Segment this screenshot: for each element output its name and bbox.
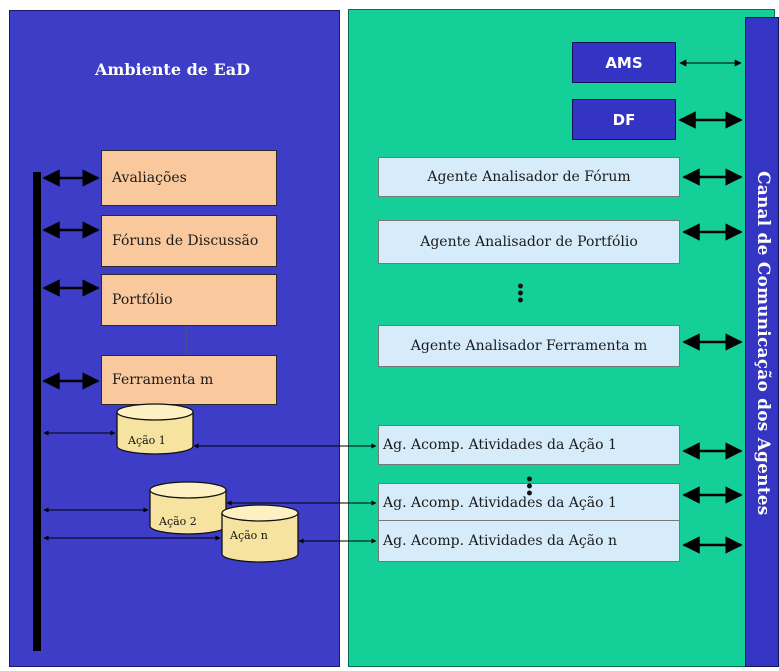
analyzer-ellipsis: ••• [516,279,525,309]
action-1-database-icon [116,403,194,455]
agent-action-n-tracker: Ag. Acomp. Atividades da Ação n [378,520,680,562]
tracker-ellipsis: ••• [525,472,534,502]
action-2-label: Ação 2 [159,515,197,528]
agent-action-1-tracker-second: Ag. Acomp. Atividades da Ação 1 [378,483,680,523]
agent-tool-m-analyzer: Agente Analisador Ferramenta m [378,325,680,367]
action-2-database-icon [149,481,227,535]
action-1-label: Ação 1 [128,434,166,447]
tool-portfolio: Portfólio [101,274,277,326]
df-box: DF [572,99,676,140]
agent-forum-analyzer: Agente Analisador de Fórum [378,157,680,197]
tool-ferramenta-m-label: Ferramenta m [112,372,214,388]
ams-box: AMS [572,42,676,83]
agent-portfolio-analyzer: Agente Analisador de Portfólio [378,220,680,264]
action-n-label: Ação n [230,529,268,542]
channel-label: Canal de Comunicação dos Agentes [753,170,773,516]
environment-bus [33,172,41,651]
tool-avaliacoes: Avaliações [101,150,277,206]
action-n-database-icon [221,504,299,563]
tool-ferramenta-m: Ferramenta m [101,355,277,405]
agent-communication-channel: Canal de Comunicação dos Agentes [745,17,779,667]
agent-action-1-tracker: Ag. Acomp. Atividades da Ação 1 [378,425,680,465]
ead-environment-title: Ambiente de EaD [95,60,250,79]
tool-foruns: Fóruns de Discussão [101,215,277,267]
